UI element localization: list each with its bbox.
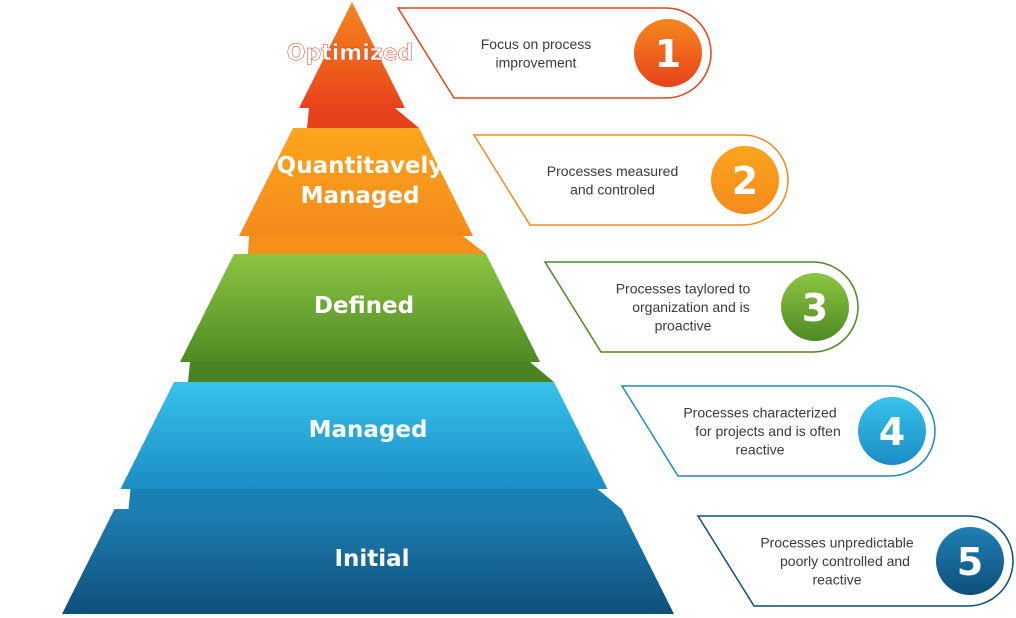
level-description-line: Processes measured: [547, 163, 679, 179]
pyramid-level-label: Managed: [309, 417, 428, 443]
level-number-badge: [781, 273, 849, 341]
level-description-line: and controled: [570, 181, 655, 197]
level-number-badge: [858, 397, 926, 465]
pyramid-level-label: Managed: [301, 183, 420, 209]
level-description-line: reactive: [812, 572, 861, 588]
pyramid-tier: [180, 254, 540, 362]
level-description-line: Processes unpredictable: [760, 535, 914, 551]
level-description-line: improvement: [496, 54, 577, 70]
level-number: 1: [655, 32, 681, 76]
callout-box: [472, 134, 789, 226]
pyramid-tier-band: [248, 236, 486, 254]
level-description-line: for projects and is often: [695, 423, 841, 439]
level-number: 3: [802, 286, 828, 330]
pyramid-tier-band: [307, 108, 419, 128]
pyramid-level-label: Defined: [314, 293, 414, 319]
callouts: 1 Focus on process improvement 2 Processes m…: [396, 7, 1014, 607]
level-number-badge: [711, 146, 779, 214]
level-number: 2: [732, 159, 758, 203]
pyramid-tier-band: [188, 362, 554, 382]
pyramid-level-label: Quantitavely: [277, 153, 444, 179]
callout-box: [620, 385, 936, 477]
level-number: 5: [957, 540, 983, 584]
callout-box: [543, 261, 859, 353]
level-description-line: Processes characterized: [683, 405, 836, 421]
level-description-line: proactive: [655, 318, 712, 334]
callout-box: [396, 7, 712, 99]
pyramid-level-label: Optimized: [287, 41, 413, 66]
pyramid-level-label: Initial: [334, 546, 409, 572]
pyramid-tier-band: [128, 489, 622, 509]
level-description-line: poorly controlled and: [780, 553, 910, 569]
level-description-line: organization and is: [632, 299, 750, 315]
level-description-line: Processes taylored to: [616, 281, 751, 297]
pyramid-tier: [299, 2, 405, 108]
pyramid-tier: [120, 382, 608, 489]
level-number-badge: [634, 19, 702, 87]
pyramid: OptimizedQuantitavelyManagedDefinedManag…: [62, 2, 674, 614]
level-description-line: reactive: [735, 442, 784, 458]
pyramid-tier: [239, 128, 473, 236]
level-description-line: Focus on process: [481, 36, 592, 52]
pyramid-tier: [62, 509, 674, 614]
level-number-badge: [936, 527, 1004, 595]
level-number: 4: [879, 410, 905, 454]
callout-box: [696, 515, 1014, 607]
